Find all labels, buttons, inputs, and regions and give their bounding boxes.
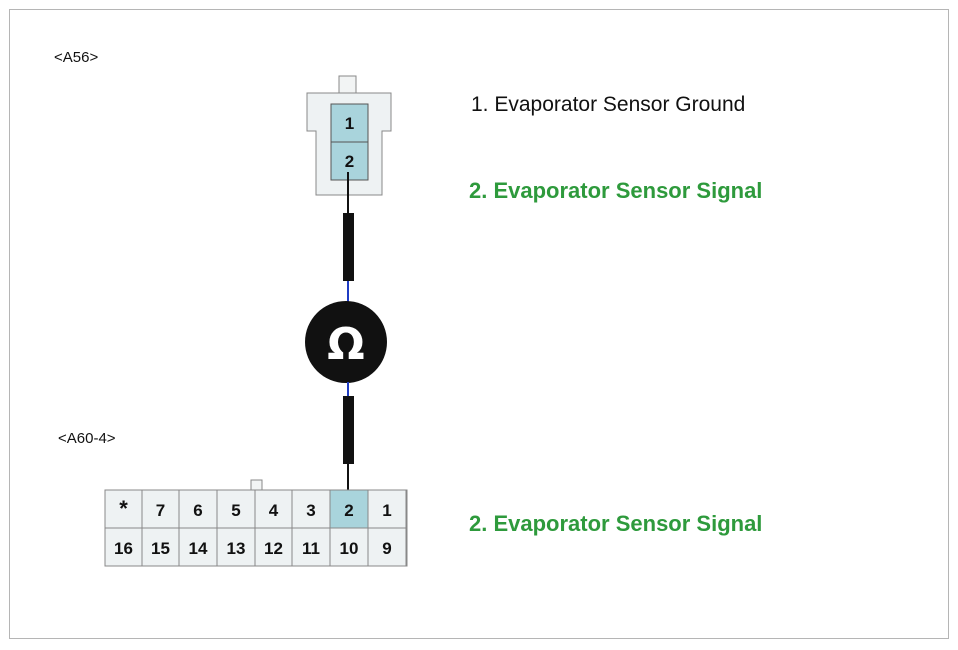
bottom-connector: * 7 6 5 4 3 2 1 16 15 14 13 12 11 10 9 xyxy=(104,479,408,567)
upper-probe-body xyxy=(343,213,354,281)
bottom-pin-label-14: 14 xyxy=(189,539,208,558)
top-connector-latch xyxy=(338,75,357,94)
bottom-pin-cell-star xyxy=(104,489,143,529)
ohm-icon: Ω xyxy=(327,319,364,370)
bottom-pin-label-10: 10 xyxy=(340,539,359,558)
bottom-pin-label-16: 16 xyxy=(114,539,133,558)
bottom-pin-label-11: 11 xyxy=(302,539,320,558)
bottom-pin-label-star: * xyxy=(119,496,128,521)
bottom-pin-cell-13 xyxy=(216,527,256,567)
connector-id-a60-4: <A60-4> xyxy=(58,430,116,447)
bottom-pin-label-7: 7 xyxy=(156,501,165,520)
ohmmeter-body xyxy=(305,301,387,383)
bottom-pin-label-6: 6 xyxy=(193,501,202,520)
bottom-pin-label-9: 9 xyxy=(382,539,391,558)
bottom-pin-label-4: 4 xyxy=(269,501,279,520)
bottom-pin-label-5: 5 xyxy=(231,501,240,520)
bottom-pin-cell-16 xyxy=(104,527,143,567)
bottom-pin-label-12: 12 xyxy=(264,539,283,558)
legend-bottom-pin-2: 2. Evaporator Sensor Signal xyxy=(469,511,763,536)
top-connector: 1 2 xyxy=(306,75,392,196)
bottom-pin-label-1: 1 xyxy=(382,501,391,520)
bottom-connector-latch xyxy=(250,479,263,491)
top-pin-1-label: 1 xyxy=(345,114,354,133)
bottom-pin-label-15: 15 xyxy=(151,539,170,558)
bottom-pin-label-13: 13 xyxy=(227,539,246,558)
bottom-pin-cell-9 xyxy=(367,527,407,567)
bottom-pin-cell-6 xyxy=(178,489,218,529)
connector-id-a56: <A56> xyxy=(54,49,99,66)
bottom-connector-pins: * 7 6 5 4 3 2 1 16 15 14 13 12 11 10 9 xyxy=(104,489,407,567)
legend-top-pin-2: 2. Evaporator Sensor Signal xyxy=(469,178,763,203)
bottom-pin-cell-1 xyxy=(367,489,407,529)
top-pin-2-label: 2 xyxy=(345,152,354,171)
legend-top-pin-1: 1. Evaporator Sensor Ground xyxy=(471,93,746,116)
lower-probe-body xyxy=(343,396,354,464)
bottom-pin-cell-15 xyxy=(141,527,180,567)
top-pin-2-cell xyxy=(330,141,369,181)
bottom-pin-label-2: 2 xyxy=(344,501,353,520)
bottom-pin-cell-14 xyxy=(178,527,218,567)
ohmmeter: Ω xyxy=(305,301,387,383)
bottom-pin-label-3: 3 xyxy=(306,501,315,520)
bottom-pin-cell-10 xyxy=(329,527,369,567)
